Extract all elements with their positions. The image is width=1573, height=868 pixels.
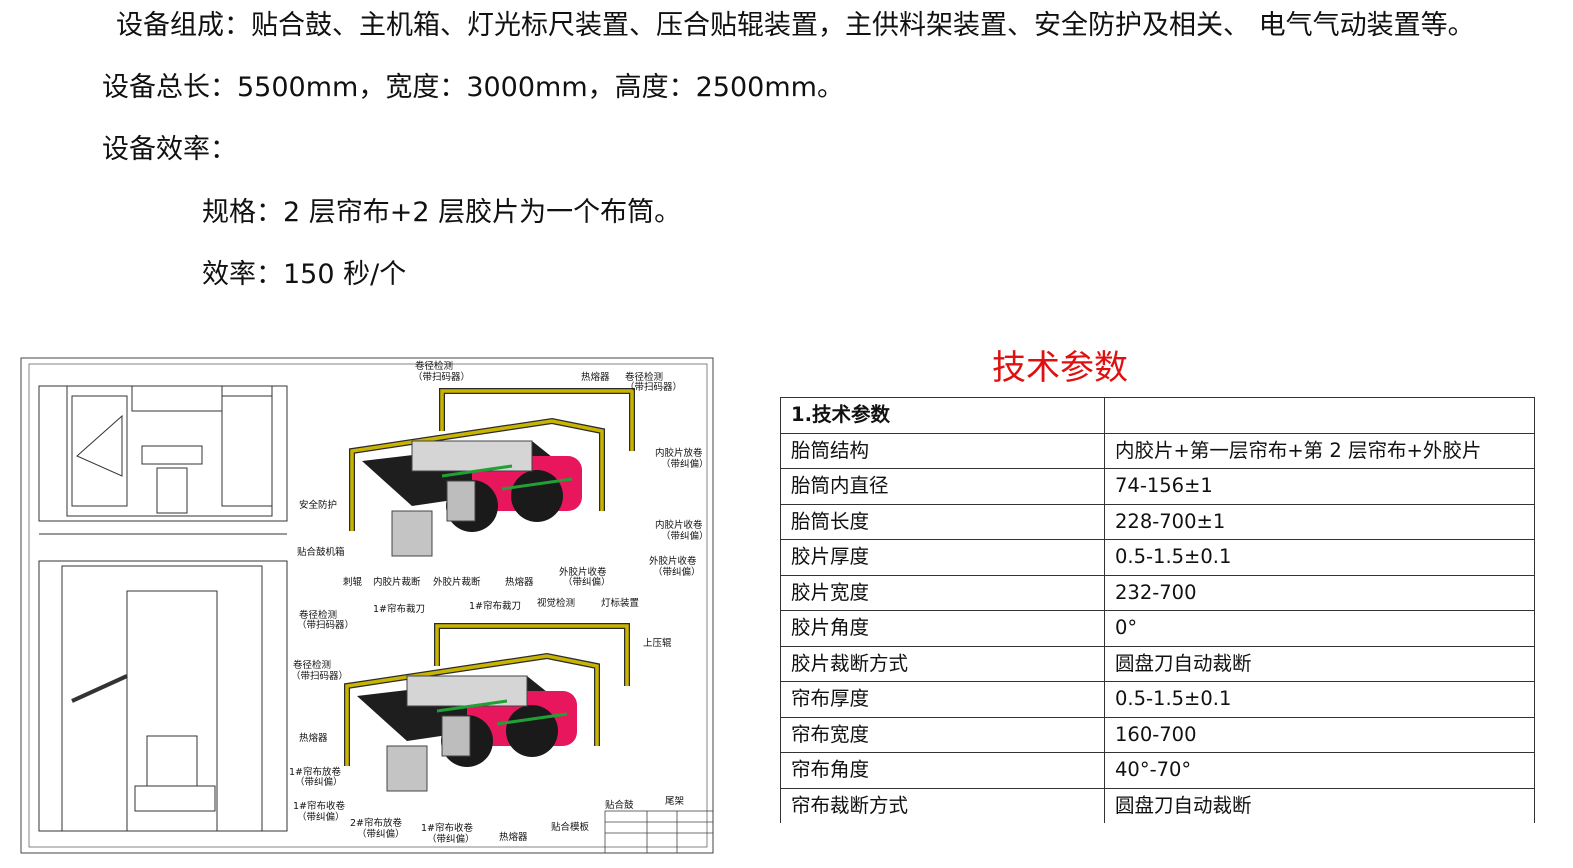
svg-text:内胶片收卷: 内胶片收卷: [655, 519, 703, 531]
param-value-cell: 40°-70°: [1104, 752, 1535, 789]
svg-text:热熔器: 热熔器: [581, 371, 610, 383]
svg-text:尾架: 尾架: [665, 796, 685, 807]
svg-text:（带纠偏）: （带纠偏）: [357, 828, 405, 840]
svg-text:（带扫码器）: （带扫码器）: [413, 371, 470, 383]
equipment-drawing: 卷径检测 （带扫码器） 热熔器 卷径检测 （带扫码器） 内胶片放卷 （带纠偏） …: [20, 357, 714, 854]
param-name-cell: 胶片宽度: [780, 574, 1105, 611]
table-row: 帘布裁断方式圆盘刀自动裁断: [780, 787, 1535, 823]
svg-text:1#帘布裁刀: 1#帘布裁刀: [373, 603, 425, 615]
svg-text:1#帘布放卷: 1#帘布放卷: [289, 766, 342, 778]
svg-text:安全防护: 安全防护: [299, 499, 337, 511]
svg-text:刺辊: 刺辊: [343, 576, 363, 588]
param-name-cell: 胎筒内直径: [780, 468, 1105, 505]
svg-text:卷径检测: 卷径检测: [293, 659, 331, 671]
param-value-cell: 74-156±1: [1104, 468, 1535, 505]
svg-text:（带纠偏）: （带纠偏）: [661, 458, 709, 470]
svg-text:（带扫码器）: （带扫码器）: [297, 619, 354, 631]
svg-text:贴合鼓: 贴合鼓: [605, 799, 634, 811]
label-coil-detect: 卷径检测: [415, 360, 453, 372]
param-name-cell: 帘布厚度: [780, 681, 1105, 718]
efficiency-text: 效率：150 秒/个: [202, 259, 407, 290]
svg-text:贴合模板: 贴合模板: [551, 821, 590, 833]
svg-text:1#帘布收卷: 1#帘布收卷: [293, 800, 346, 812]
svg-text:（带纠偏）: （带纠偏）: [661, 530, 709, 542]
param-value-cell: 0.5-1.5±0.1: [1104, 681, 1535, 718]
param-value-cell: 0.5-1.5±0.1: [1104, 539, 1535, 576]
param-name-cell: 胶片厚度: [780, 539, 1105, 576]
svg-text:卷径检测: 卷径检测: [625, 371, 663, 383]
svg-text:（带纠偏）: （带纠偏）: [297, 811, 345, 823]
svg-text:内胶片放卷: 内胶片放卷: [655, 447, 703, 459]
param-value-cell: 内胶片+第一层帘布+第 2 层帘布+外胶片: [1104, 432, 1535, 469]
table-row: 胶片裁断方式圆盘刀自动裁断: [780, 645, 1535, 682]
param-name-cell: 胎筒结构: [780, 432, 1105, 469]
svg-text:热熔器: 热熔器: [299, 732, 328, 744]
param-value-cell: 232-700: [1104, 574, 1535, 611]
svg-text:内胶片裁断: 内胶片裁断: [373, 576, 421, 588]
param-name-cell: 胎筒长度: [780, 503, 1105, 540]
svg-text:卷径检测: 卷径检测: [299, 609, 337, 621]
svg-text:热熔器: 热熔器: [499, 831, 528, 843]
svg-text:1#帘布裁刀: 1#帘布裁刀: [469, 600, 521, 612]
tech-params-title: 技术参数: [992, 348, 1128, 388]
param-value-cell: 圆盘刀自动裁断: [1104, 787, 1535, 823]
table-header-row: 1.技术参数: [780, 397, 1535, 434]
svg-text:视觉检测: 视觉检测: [537, 597, 575, 609]
svg-text:热熔器: 热熔器: [505, 576, 534, 588]
svg-text:外胶片裁断: 外胶片裁断: [433, 576, 481, 588]
equipment-dimensions-text: 设备总长：5500mm，宽度：3000mm，高度：2500mm。: [102, 72, 844, 103]
param-name-cell: 帘布宽度: [780, 716, 1105, 753]
svg-text:（带纠偏）: （带纠偏）: [653, 566, 701, 578]
param-value-cell: 160-700: [1104, 716, 1535, 753]
svg-text:外胶片收卷: 外胶片收卷: [559, 566, 607, 578]
svg-text:外胶片收卷: 外胶片收卷: [649, 555, 697, 567]
param-value-cell: 圆盘刀自动裁断: [1104, 645, 1535, 682]
spec-text: 规格：2 层帘布+2 层胶片为一个布筒。: [202, 197, 682, 228]
svg-text:上压辊: 上压辊: [643, 637, 672, 649]
svg-text:1#帘布收卷: 1#帘布收卷: [421, 822, 474, 834]
param-name-cell: 胶片裁断方式: [780, 645, 1105, 682]
svg-text:（带扫码器）: （带扫码器）: [291, 670, 348, 682]
svg-text:2#帘布放卷: 2#帘布放卷: [350, 817, 403, 829]
equipment-efficiency-heading: 设备效率：: [102, 134, 237, 165]
svg-text:（带纠偏）: （带纠偏）: [427, 833, 475, 845]
svg-text:贴合鼓机箱: 贴合鼓机箱: [297, 546, 345, 558]
param-name-cell: 胶片角度: [780, 610, 1105, 647]
param-name-cell: 帘布裁断方式: [780, 787, 1105, 823]
param-value-cell: 0°: [1104, 610, 1535, 647]
param-name-cell: 帘布角度: [780, 752, 1105, 789]
param-value-cell: 228-700±1: [1104, 503, 1535, 540]
svg-text:（带纠偏）: （带纠偏）: [295, 776, 343, 788]
svg-text:（带扫码器）: （带扫码器）: [625, 381, 682, 393]
equipment-composition-text: 设备组成：贴合鼓、主机箱、灯光标尺装置、压合贴辊装置，主供料架装置、安全防护及相…: [116, 10, 1475, 41]
header-cell: 1.技术参数: [780, 397, 1105, 434]
svg-text:（带纠偏）: （带纠偏）: [563, 576, 611, 588]
header-cell: [1104, 397, 1535, 434]
svg-text:灯标装置: 灯标装置: [601, 597, 639, 609]
table-row: 胎筒结构内胶片+第一层帘布+第 2 层帘布+外胶片: [780, 432, 1535, 469]
